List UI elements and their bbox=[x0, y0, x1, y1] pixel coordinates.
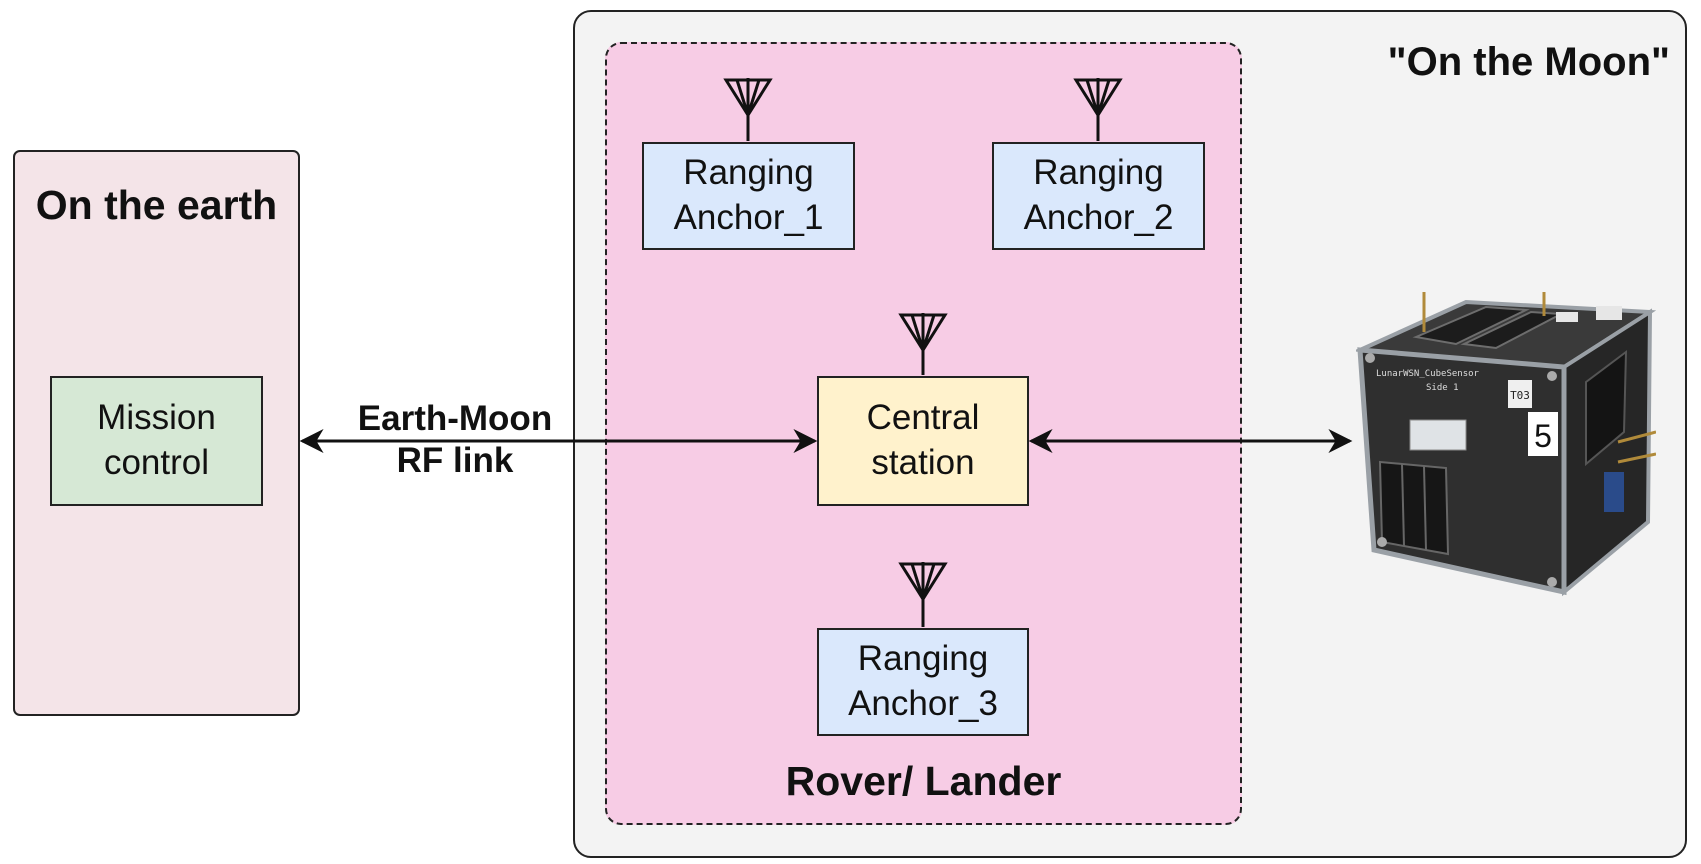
central-station-label: Central station bbox=[866, 398, 980, 482]
cube-sensor-image: T03 5 LunarWSN_CubeSensor Side 1 bbox=[1356, 292, 1656, 597]
earth-title: On the earth bbox=[35, 182, 278, 228]
ranging-anchor-2-box: Ranging Anchor_2 bbox=[992, 142, 1205, 250]
cube-name-label: LunarWSN_CubeSensor bbox=[1376, 369, 1480, 379]
rover-lander-title: Rover/ Lander bbox=[785, 758, 1062, 804]
antenna-icon bbox=[898, 562, 948, 627]
cube-chip-label: T03 bbox=[1510, 389, 1530, 402]
cube-number-label: 5 bbox=[1534, 418, 1552, 454]
ranging-anchor-3-label: Ranging Anchor_3 bbox=[848, 639, 998, 723]
ranging-anchor-2-label: Ranging Anchor_2 bbox=[1023, 153, 1174, 237]
ranging-anchor-1-box: Ranging Anchor_1 bbox=[642, 142, 855, 250]
ranging-anchor-3-box: Ranging Anchor_3 bbox=[817, 628, 1029, 736]
mission-control-box: Mission control bbox=[50, 376, 263, 506]
central-station-box: Central station bbox=[817, 376, 1029, 506]
mission-control-label: Mission control bbox=[97, 398, 216, 482]
antenna-icon bbox=[723, 78, 773, 141]
moon-title: "On the Moon" bbox=[1387, 40, 1670, 84]
cube-side-label: Side 1 bbox=[1426, 383, 1459, 393]
antenna-icon bbox=[1073, 78, 1123, 141]
ranging-anchor-1-label: Ranging Anchor_1 bbox=[673, 153, 824, 237]
antenna-icon bbox=[898, 313, 948, 375]
